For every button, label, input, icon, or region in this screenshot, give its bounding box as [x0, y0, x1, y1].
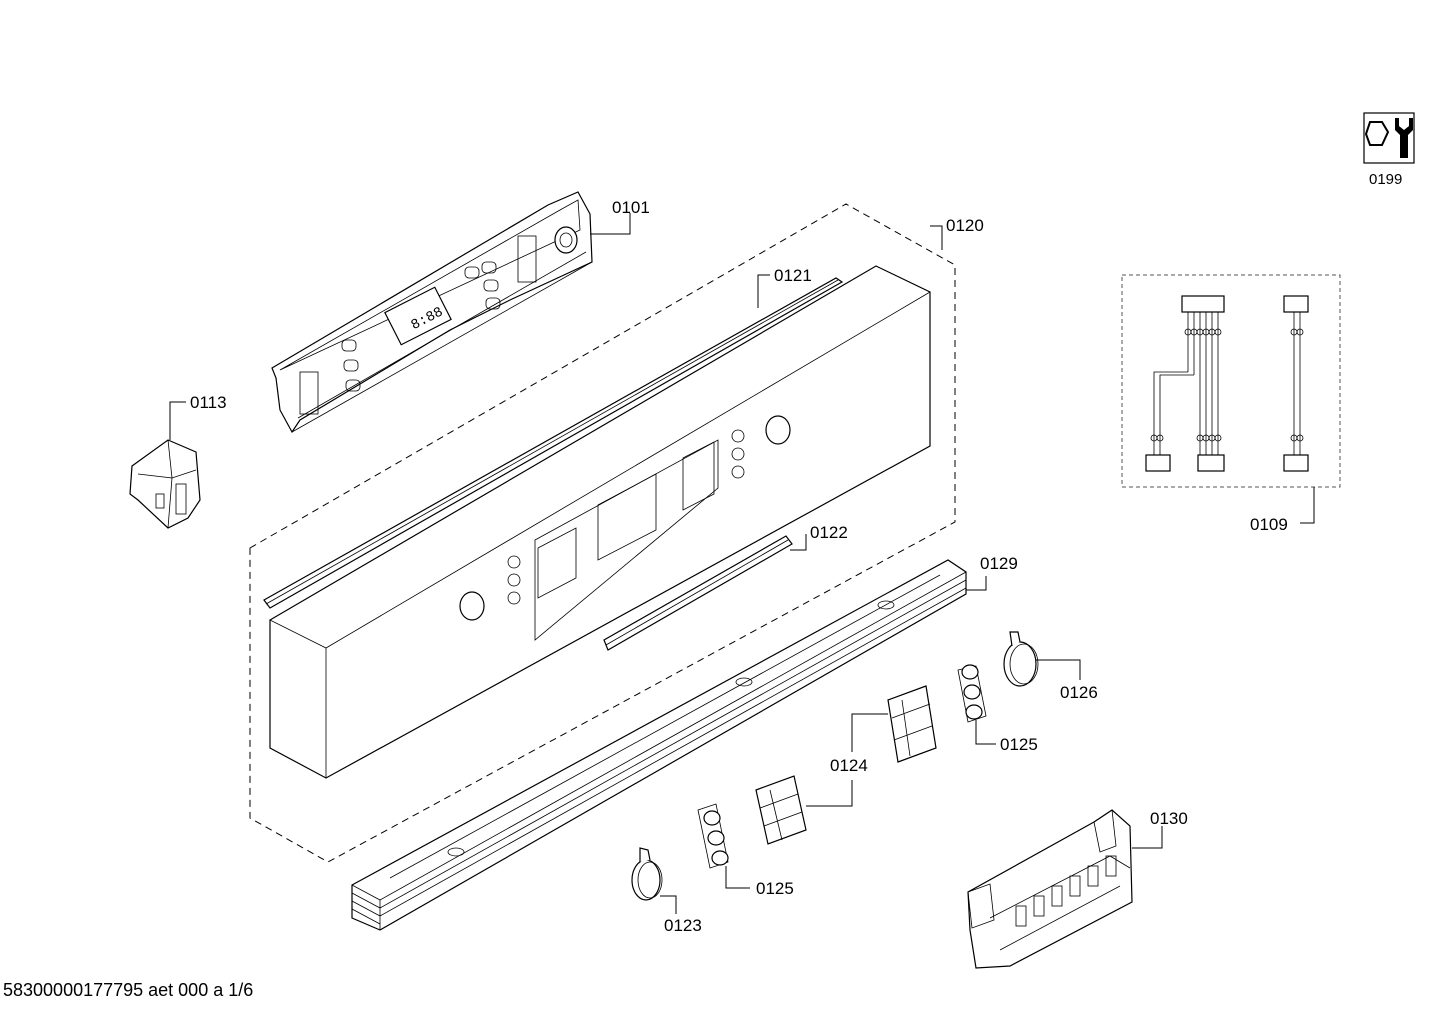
part-0121-trim-strip [263, 277, 844, 609]
label-0125-lower: 0125 [756, 879, 794, 898]
label-0113: 0113 [190, 393, 227, 412]
part-0101-control-module: 8:88 [271, 191, 593, 434]
document-id-footer: 58300000177795 aet 000 a 1/6 [3, 980, 254, 1000]
label-0122: 0122 [810, 523, 848, 542]
label-0109: 0109 [1250, 515, 1288, 534]
part-0124-button-block-lower [755, 775, 807, 845]
assembly-boundary-0120 [249, 203, 956, 863]
part-0122-light-guide-bar [603, 535, 793, 651]
part-0130-connector-bracket [967, 809, 1133, 969]
part-0124-button-block-upper [887, 685, 937, 763]
part-0126-rotary-knob [1003, 631, 1039, 687]
module-buttons [299, 235, 537, 415]
part-0109-wiring-harness [1145, 295, 1309, 472]
label-0125-upper: 0125 [1000, 735, 1038, 754]
label-0129: 0129 [980, 554, 1018, 573]
part-0125-push-buttons-upper [957, 664, 987, 723]
part-0123-rotary-knob [631, 847, 663, 901]
part-0113-switch-bracket [129, 439, 201, 529]
label-0199: 0199 [1369, 171, 1402, 188]
label-0121: 0121 [774, 266, 812, 285]
label-0126: 0126 [1060, 683, 1098, 702]
label-0123: 0123 [664, 916, 702, 935]
label-0130: 0130 [1150, 809, 1188, 828]
service-tool-icon [1363, 112, 1415, 164]
label-0101: 0101 [612, 198, 650, 217]
harness-boundary-0109 [1121, 274, 1341, 488]
label-0120: 0120 [946, 216, 984, 235]
part-fascia-panel [269, 265, 931, 779]
part-0129-control-rail [351, 559, 967, 931]
label-0124: 0124 [830, 756, 868, 775]
part-0125-push-buttons-lower [697, 803, 729, 869]
